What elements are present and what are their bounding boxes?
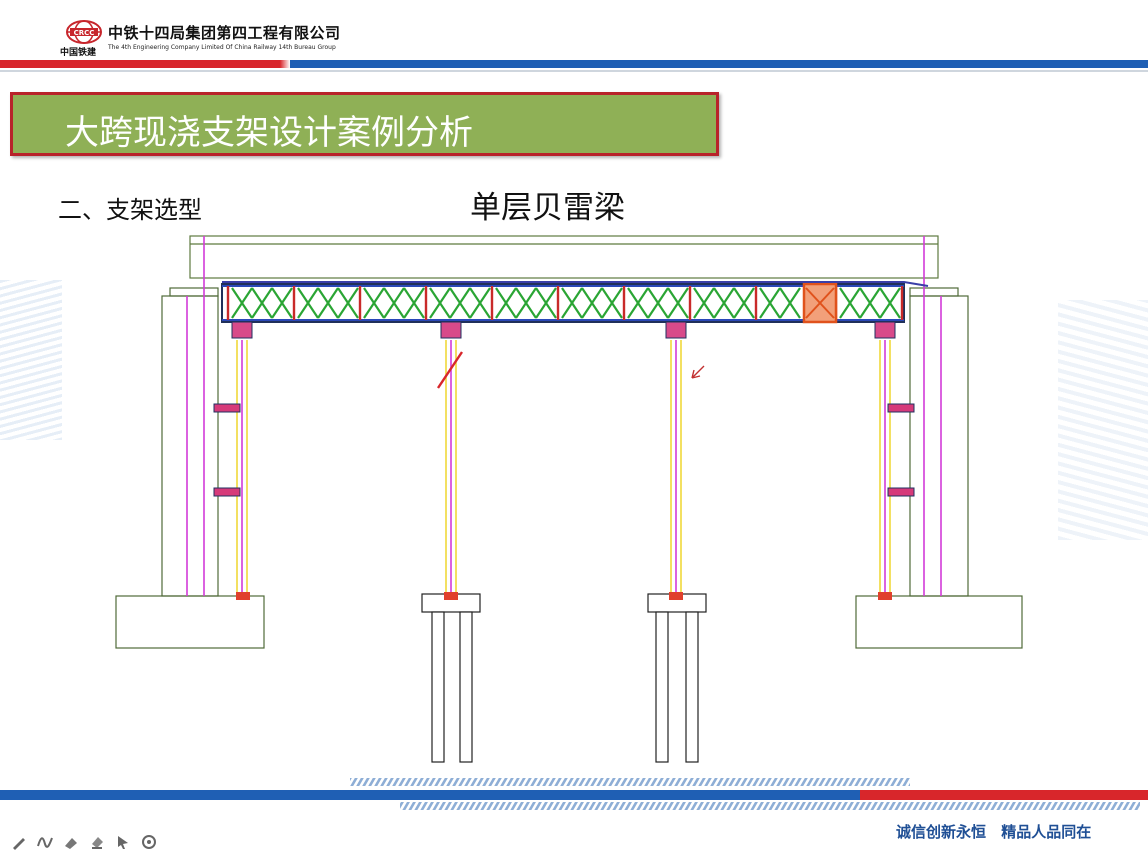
section-heading: 二、支架选型 <box>58 196 202 224</box>
cursor-icon <box>691 365 705 379</box>
header-grey-line <box>0 70 1148 72</box>
target-icon[interactable] <box>140 833 158 851</box>
annotation-stroke <box>437 351 463 389</box>
company-name: 中铁十四局集团第四工程有限公司 <box>108 24 341 42</box>
left-decoration <box>0 280 62 440</box>
header-blue-stripe <box>290 60 1148 68</box>
highlighter-icon[interactable] <box>62 833 80 851</box>
company-name-english: The 4th Engineering Company Limited Of C… <box>108 44 336 51</box>
diagram-title: 单层贝雷梁 <box>470 190 625 226</box>
pen-icon[interactable] <box>10 833 28 851</box>
footer-stripes <box>0 778 1148 810</box>
reference-lines <box>186 236 942 596</box>
bridge-deck <box>189 235 939 279</box>
crcc-logo-icon: CRCC <box>66 20 102 44</box>
logo-caption: 中国铁建 <box>60 48 97 58</box>
annotation-toolbar <box>10 832 158 852</box>
middle-pier-right <box>647 593 707 763</box>
bailey-truss <box>221 281 929 324</box>
steel-columns <box>236 340 891 596</box>
svg-text:CRCC: CRCC <box>74 29 95 37</box>
slide-title-box: 大跨现浇支架设计案例分析 <box>10 92 719 156</box>
right-abutment <box>855 287 1023 649</box>
middle-pier-left <box>421 593 481 763</box>
right-decoration <box>1058 300 1148 540</box>
left-abutment <box>115 287 265 649</box>
slide-title: 大跨现浇支架设计案例分析 <box>65 113 473 153</box>
wall-ties <box>213 403 915 497</box>
column-caps <box>231 321 896 339</box>
pointer-icon[interactable] <box>114 833 132 851</box>
curve-icon[interactable] <box>36 833 54 851</box>
base-connectors <box>236 592 892 600</box>
footer-slogan: 诚信创新永恒 精品人品同在 <box>896 823 1092 841</box>
eraser-icon[interactable] <box>88 833 106 851</box>
